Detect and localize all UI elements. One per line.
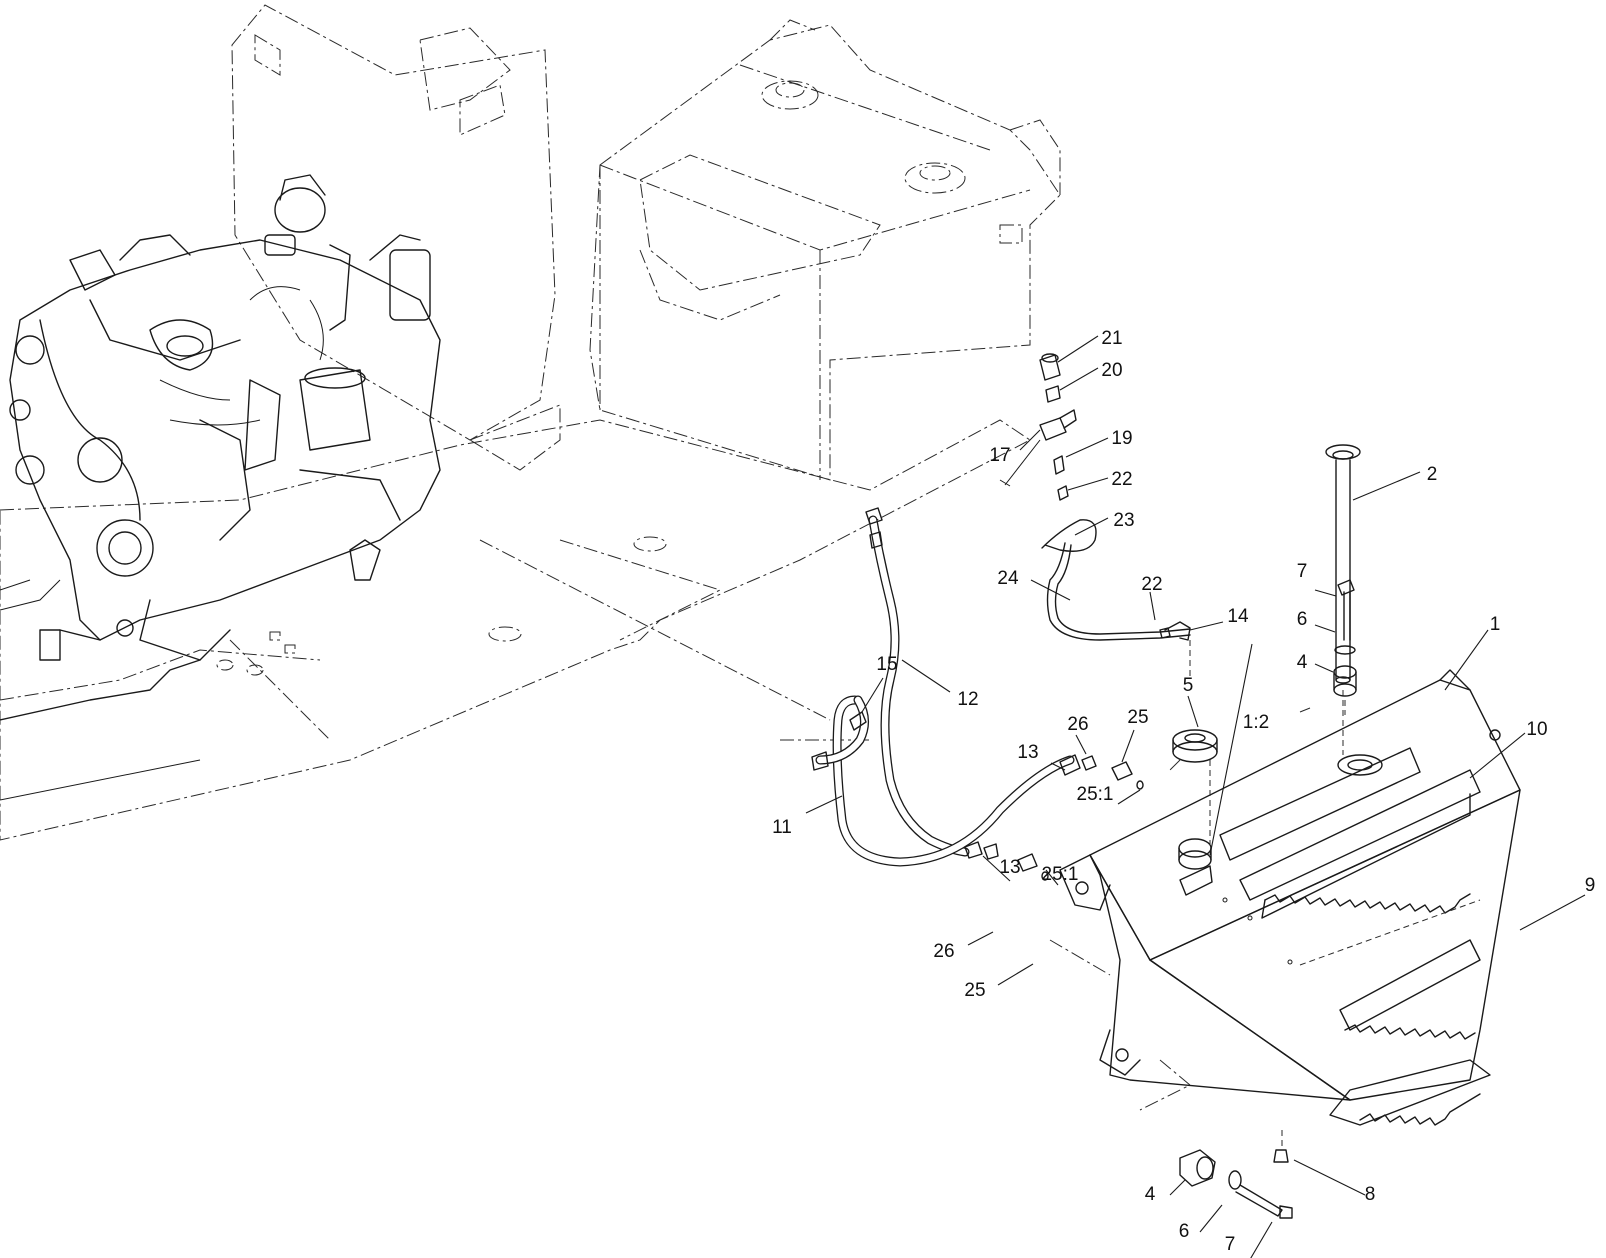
callout-6-lower: 6 xyxy=(1179,1221,1190,1242)
fittings-upper xyxy=(1059,754,1144,790)
callout-10: 10 xyxy=(1526,719,1547,740)
callout-13-upper: 13 xyxy=(1017,742,1038,763)
fuel-hoses xyxy=(811,507,1191,867)
callout-11: 11 xyxy=(772,817,792,838)
callout-20: 20 xyxy=(1101,360,1122,381)
callout-24: 24 xyxy=(997,568,1019,589)
callout-12: 12 xyxy=(957,689,978,710)
callout-6-upper: 6 xyxy=(1297,609,1308,630)
callout-1-2: 1:2 xyxy=(1243,712,1269,733)
callout-22-lower: 22 xyxy=(1141,574,1162,595)
callout-25-lower: 25 xyxy=(964,980,985,1001)
callout-17: 17 xyxy=(989,445,1010,466)
callout-13-lower: 13 xyxy=(999,857,1020,878)
fuel-tank xyxy=(1059,669,1521,1126)
callout-25-1-upper: 25:1 xyxy=(1077,784,1114,805)
fittings-lower xyxy=(964,841,1049,881)
callout-25-upper: 25 xyxy=(1127,707,1148,728)
callout-4-upper: 4 xyxy=(1297,652,1308,673)
callout-23: 23 xyxy=(1113,510,1134,531)
callout-1: 1 xyxy=(1490,614,1501,635)
filler-cap xyxy=(1172,729,1218,845)
callout-22-upper: 22 xyxy=(1111,469,1132,490)
leader-lines xyxy=(805,335,1586,1258)
callout-26-lower: 26 xyxy=(933,941,954,962)
callout-4-lower: 4 xyxy=(1145,1184,1156,1205)
engine-assembly xyxy=(0,174,441,661)
callout-9: 9 xyxy=(1585,875,1596,896)
callout-26-upper: 26 xyxy=(1067,714,1088,735)
floor-plate xyxy=(0,659,201,801)
callout-7-upper: 7 xyxy=(1297,561,1308,582)
callout-8: 8 xyxy=(1365,1184,1376,1205)
callout-25-1-lower: 25:1 xyxy=(1042,864,1079,885)
vent-assembly xyxy=(999,353,1191,680)
upper-mount-hardware xyxy=(1333,579,1357,715)
callout-7-lower: 7 xyxy=(1225,1234,1236,1255)
chassis-frame-phantom xyxy=(0,4,1311,1111)
callout-15: 15 xyxy=(876,654,897,675)
lower-mount-hardware xyxy=(1179,1130,1293,1219)
callout-21: 21 xyxy=(1101,328,1122,349)
callout-labels: 21 20 19 17 22 23 2 24 22 14 7 6 4 1 15 … xyxy=(772,328,1595,1255)
callout-5: 5 xyxy=(1183,675,1194,696)
callout-19: 19 xyxy=(1111,428,1132,449)
callout-2: 2 xyxy=(1427,464,1438,485)
fuel-sender xyxy=(1325,444,1361,755)
callout-14: 14 xyxy=(1227,606,1249,627)
